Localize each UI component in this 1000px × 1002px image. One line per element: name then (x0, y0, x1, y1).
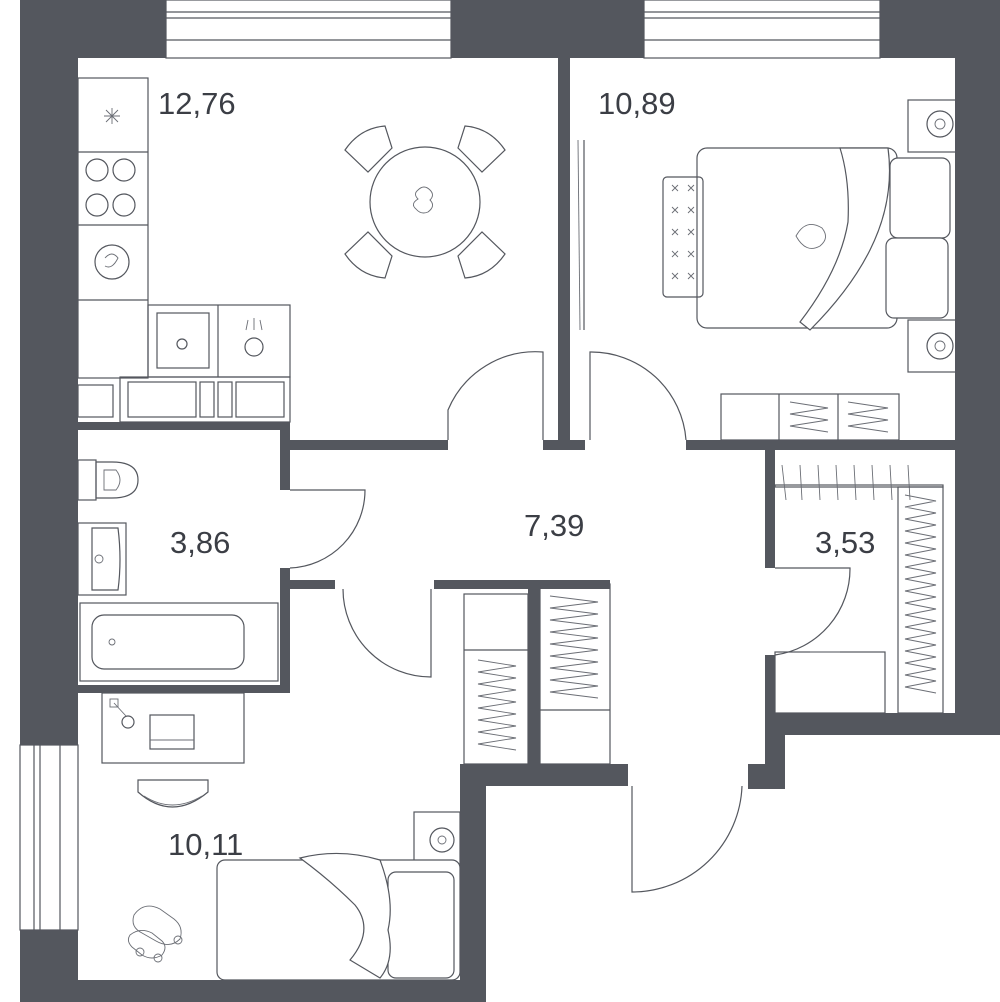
cooktop-icon (85, 158, 136, 217)
wall-bath-bottom (78, 685, 290, 693)
toilet-icon (77, 459, 139, 501)
window-small-bedroom (19, 744, 79, 931)
rollerskates-icon (127, 905, 183, 963)
bed-icon (662, 147, 951, 331)
window-kitchen (165, 0, 452, 59)
wall-bath-right-lower (280, 568, 290, 692)
wall-closet-divider (528, 580, 540, 764)
wall-right (955, 0, 1000, 735)
walk-in-wardrobe (774, 464, 944, 714)
wall-wardrobe-left-lower (765, 655, 775, 715)
bathroom-area-label: 3,86 (170, 525, 230, 560)
sink-icon (156, 312, 210, 369)
bathroom-fixtures (77, 459, 279, 682)
mirror-icon (577, 139, 585, 331)
wall-kitchen-bottom (290, 440, 448, 450)
plant-icon-upper (907, 99, 957, 153)
bedroom-furniture (577, 99, 957, 441)
door-bathroom[interactable] (289, 489, 366, 569)
door-bedroom[interactable] (589, 351, 687, 441)
closet-right-icon (539, 583, 611, 765)
wall-left-upper (20, 0, 78, 745)
wardrobe-area-label: 3,53 (815, 525, 875, 560)
plant-icon-lower (907, 319, 957, 373)
wall-hall-stub-left (280, 580, 335, 589)
walls (20, 0, 1000, 1002)
bedroom-area-label: 10,89 (598, 86, 676, 121)
plant-icon-small-bedroom (413, 811, 461, 865)
hallway-area-label: 7,39 (524, 508, 584, 543)
wall-bottom (20, 980, 486, 1002)
chair-icon (137, 779, 209, 808)
windows (19, 0, 881, 931)
wall-wardrobe-left (765, 450, 775, 568)
closet-left-icon (463, 593, 529, 765)
wardrobe-bedroom-icon (720, 393, 900, 441)
small-bedroom-area-label: 10,11 (168, 827, 243, 862)
bathtub-icon (79, 602, 279, 682)
small-bedroom-furniture (101, 692, 461, 981)
hallway-closets (463, 583, 611, 765)
area-labels: 12,76 10,89 3,86 7,39 3,53 10,11 (158, 86, 875, 862)
desk-icon (101, 692, 245, 764)
wall-bedroom-bottom (686, 440, 956, 450)
door-kitchen[interactable] (447, 351, 544, 440)
kitchen-furniture (77, 77, 506, 423)
wall-step-horizontal (748, 764, 785, 789)
wall-entry-left (460, 764, 628, 786)
wall-hall-stub-right (434, 580, 610, 589)
washing-machine-icon (94, 244, 130, 280)
bed-small-icon (216, 852, 461, 981)
wall-divider-stub (543, 440, 585, 450)
door-entry[interactable] (631, 785, 743, 893)
washbasin-icon (77, 522, 127, 596)
doors (289, 351, 851, 893)
wall-bath-right-upper (280, 422, 290, 490)
window-bedroom (643, 0, 881, 59)
kitchen-area-label: 12,76 (158, 86, 236, 121)
faucet-icon (244, 318, 264, 357)
wall-top-middle (451, 0, 644, 58)
wall-bottom-right (765, 713, 1000, 735)
door-small-bedroom[interactable] (342, 588, 432, 678)
snowflake-icon (104, 108, 120, 124)
door-wardrobe[interactable] (774, 567, 851, 656)
dining-table-icon (344, 125, 506, 279)
wall-bath-top (78, 422, 290, 430)
wall-top-left (20, 0, 166, 58)
wall-kitchen-bedroom (558, 58, 570, 443)
wall-small-bedroom-right (460, 764, 486, 1002)
